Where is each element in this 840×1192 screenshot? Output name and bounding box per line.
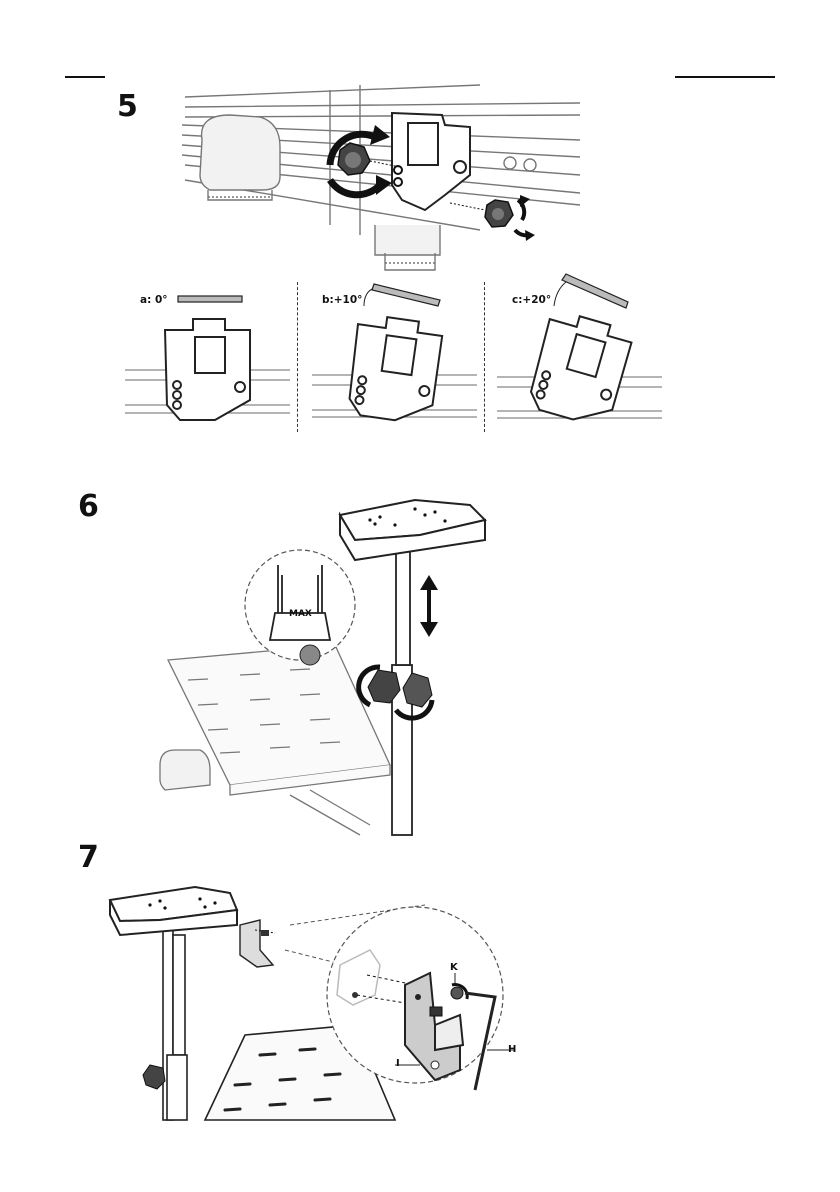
tilt-illustration-c <box>497 315 662 425</box>
tilt-illustration-a <box>125 315 290 425</box>
knob-icon <box>485 200 513 227</box>
tilt-bar-a <box>178 294 244 304</box>
up-down-arrow-icon <box>420 575 438 637</box>
step6-illustration <box>160 495 490 835</box>
divider-1 <box>297 282 298 432</box>
step-number-5: 5 <box>117 92 138 122</box>
tilt-label-c: c:+20° <box>512 294 551 306</box>
tilt-bar-b <box>362 282 444 308</box>
part-label-i: I <box>396 1058 400 1069</box>
knob-icon <box>143 1065 165 1089</box>
divider-2 <box>484 282 485 432</box>
knob-icon <box>338 143 370 175</box>
max-mark-label: MAX <box>289 609 312 619</box>
step-number-6: 6 <box>78 492 99 522</box>
tilt-label-b: b:+10° <box>322 294 362 306</box>
header-rule-left <box>65 76 105 78</box>
tilt-label-a: a: 0° <box>140 294 168 306</box>
step5-main-illustration <box>180 85 590 275</box>
header-rule-right <box>675 76 775 78</box>
part-label-k: K <box>450 962 458 973</box>
step-number-7: 7 <box>78 843 99 873</box>
tilt-bar-c <box>552 270 630 308</box>
part-label-h: H <box>508 1044 516 1055</box>
step7-illustration <box>105 885 520 1120</box>
screw-icon <box>261 930 269 936</box>
tilt-illustration-b <box>312 315 477 425</box>
